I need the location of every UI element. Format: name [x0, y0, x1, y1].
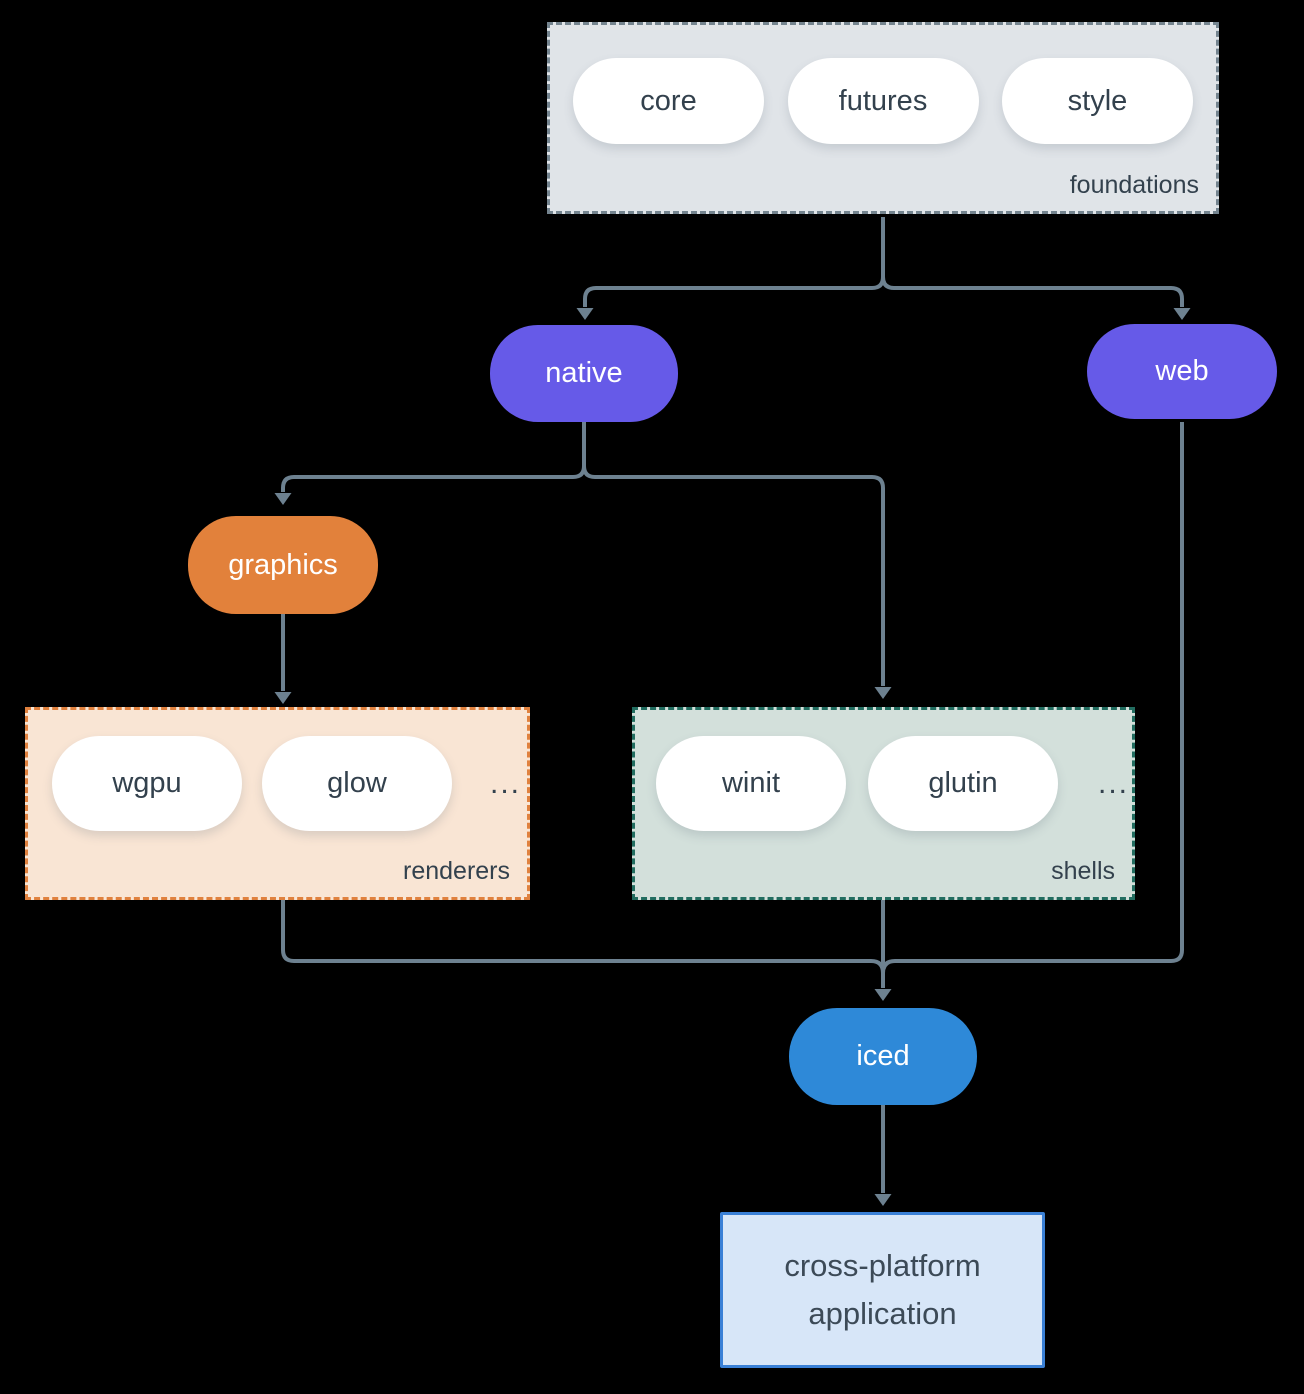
arrowhead-native: [576, 308, 594, 320]
pill-style: style: [1002, 58, 1193, 144]
arrowhead-shells: [874, 687, 892, 699]
pill-glutin: glutin: [868, 736, 1058, 831]
arrowhead-renderers: [274, 692, 292, 704]
foundations-label: foundations: [1069, 171, 1199, 199]
foundations-group: core futures style foundations: [547, 22, 1219, 214]
application-node: cross-platform application: [720, 1212, 1045, 1368]
web-node: web: [1087, 324, 1277, 419]
renderers-label: renderers: [403, 857, 510, 885]
shells-ellipsis: ...: [1098, 766, 1130, 800]
native-node: native: [490, 325, 678, 422]
arrowhead-graphics: [274, 493, 292, 505]
native-label: native: [545, 357, 623, 389]
arrowhead-application: [874, 1194, 892, 1206]
graphics-label: graphics: [228, 548, 338, 581]
arrowhead-iced: [874, 989, 892, 1001]
edge-fork-to-native: [583, 276, 885, 307]
edge-renderers-merge: [281, 900, 885, 974]
shells-label: shells: [1051, 857, 1115, 885]
shells-group: winit glutin ... shells: [632, 707, 1135, 900]
pill-glow: glow: [262, 736, 452, 831]
iced-label: iced: [856, 1040, 910, 1072]
iced-node: iced: [789, 1008, 977, 1105]
pill-core: core: [573, 58, 764, 144]
foundations-pill-row: core futures style: [573, 58, 1193, 144]
pill-wgpu: wgpu: [52, 736, 242, 831]
arrowhead-web: [1173, 308, 1191, 320]
application-label-line1: cross-platform: [784, 1248, 981, 1283]
shells-pill-row: winit glutin ...: [656, 736, 1132, 831]
graphics-node: graphics: [188, 516, 378, 614]
edge-fork-to-shells: [582, 465, 885, 686]
edge-fork-to-web: [881, 276, 1184, 307]
pill-futures: futures: [787, 58, 979, 144]
renderers-pill-row: wgpu glow ...: [52, 736, 527, 831]
pill-winit: winit: [656, 736, 846, 831]
web-label: web: [1155, 355, 1209, 387]
renderers-ellipsis: ...: [490, 766, 522, 800]
renderers-group: wgpu glow ... renderers: [25, 707, 530, 900]
application-label-line2: application: [808, 1296, 957, 1331]
edge-fork-to-graphics: [281, 465, 586, 492]
